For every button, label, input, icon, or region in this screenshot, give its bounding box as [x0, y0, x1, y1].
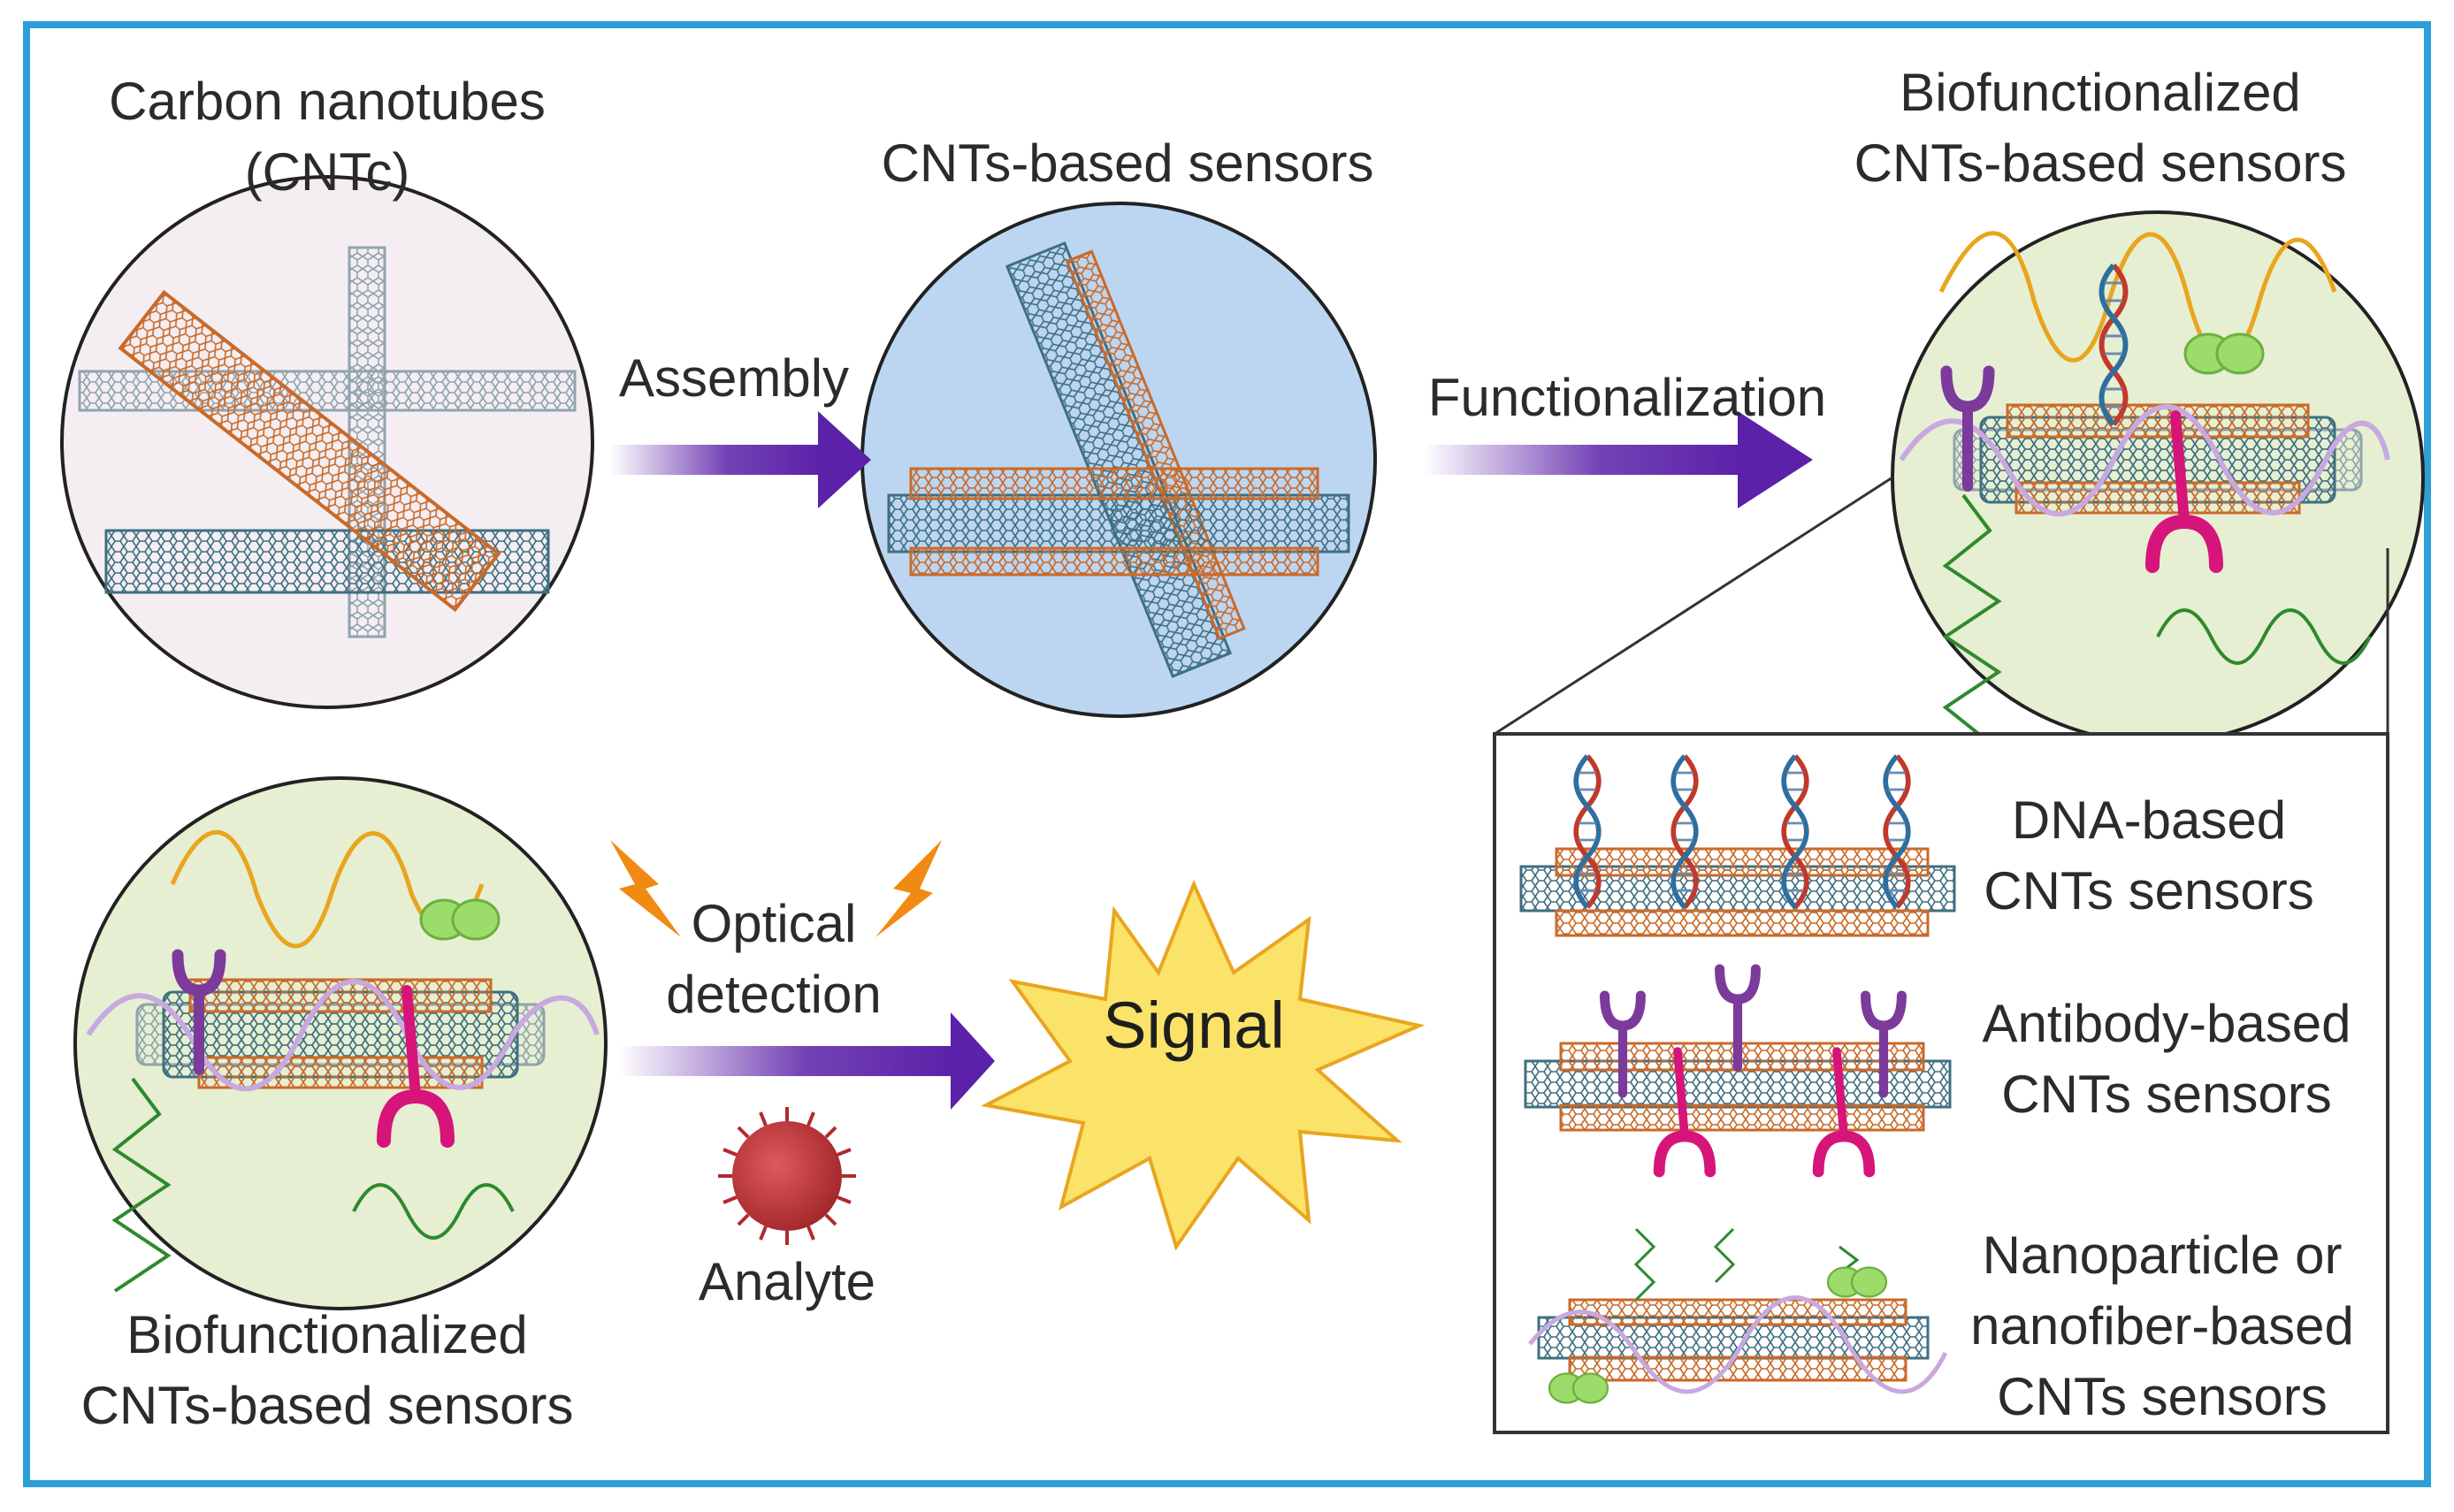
legend-dna-line1: DNA-based	[2011, 790, 2287, 850]
biofunctional-bottom-line1: Biofunctionalized	[126, 1305, 528, 1364]
biofunctional-title-top: Biofunctionalized CNTs-based sensors	[1826, 57, 2374, 199]
legend-nanoparticle-illustration	[1528, 1227, 1948, 1404]
legend-antibody-line2: CNTs sensors	[2001, 1065, 2332, 1124]
lightning-icon-right	[875, 840, 942, 937]
legend-dna-line2: CNTs sensors	[1984, 861, 2314, 920]
analyte-label: Analyte	[698, 1252, 876, 1311]
lightning-icon-left	[610, 840, 681, 937]
legend-nanoparticle-line1: Nanoparticle or	[1982, 1226, 2343, 1285]
signal-starburst	[980, 879, 1426, 1251]
optical-label-line2: detection	[666, 965, 882, 1024]
biofunctional-top-line2: CNTs-based sensors	[1854, 134, 2347, 193]
biofunctional-circle-top	[1891, 210, 2425, 745]
legend-antibody-illustration	[1524, 969, 1952, 1172]
legend-nanoparticle-line2: nanofiber-based	[1970, 1296, 2354, 1355]
legend-box	[1493, 732, 2389, 1434]
functionalization-label: Functionalization	[1427, 368, 1827, 427]
biofunctional-bottom-line2: CNTs-based sensors	[80, 1376, 574, 1435]
legend-nanoparticle-line3: CNTs sensors	[1997, 1367, 2328, 1426]
biofunctional-circle-bottom	[73, 776, 608, 1310]
cnt-title: Carbon nanotubes (CNTc)	[62, 66, 592, 208]
cnt-circle	[60, 175, 594, 709]
sensor-title: CNTs-based sensors	[881, 134, 1374, 193]
sensor-circle	[860, 202, 1377, 718]
cnt-title-line2: (CNTc)	[244, 142, 410, 202]
assembly-arrow	[610, 411, 871, 508]
legend-dna-illustration	[1519, 756, 1956, 937]
legend-dna-label: DNA-based CNTs sensors	[1954, 785, 2343, 927]
outer-frame	[23, 21, 2431, 1487]
optical-detection-label: Optical detection	[641, 889, 906, 1030]
optical-label-line1: Optical	[691, 894, 857, 953]
legend-antibody-line1: Antibody-based	[1982, 994, 2351, 1053]
zoom-line-left	[1494, 476, 1893, 736]
biofunctional-top-line1: Biofunctionalized	[1900, 63, 2301, 122]
assembly-label: Assembly	[618, 348, 850, 408]
functionalization-arrow	[1424, 411, 1813, 508]
cnt-title-line1: Carbon nanotubes	[109, 72, 546, 131]
legend-nanoparticle-label: Nanoparticle or nanofiber-based CNTs sen…	[1954, 1220, 2370, 1432]
legend-antibody-label: Antibody-based CNTs sensors	[1963, 989, 2370, 1130]
optical-detection-arrow	[619, 1012, 995, 1110]
analyte-icon	[718, 1107, 856, 1245]
signal-label: Signal	[1103, 989, 1285, 1062]
biofunctional-title-bottom: Biofunctionalized CNTs-based sensors	[53, 1300, 601, 1441]
